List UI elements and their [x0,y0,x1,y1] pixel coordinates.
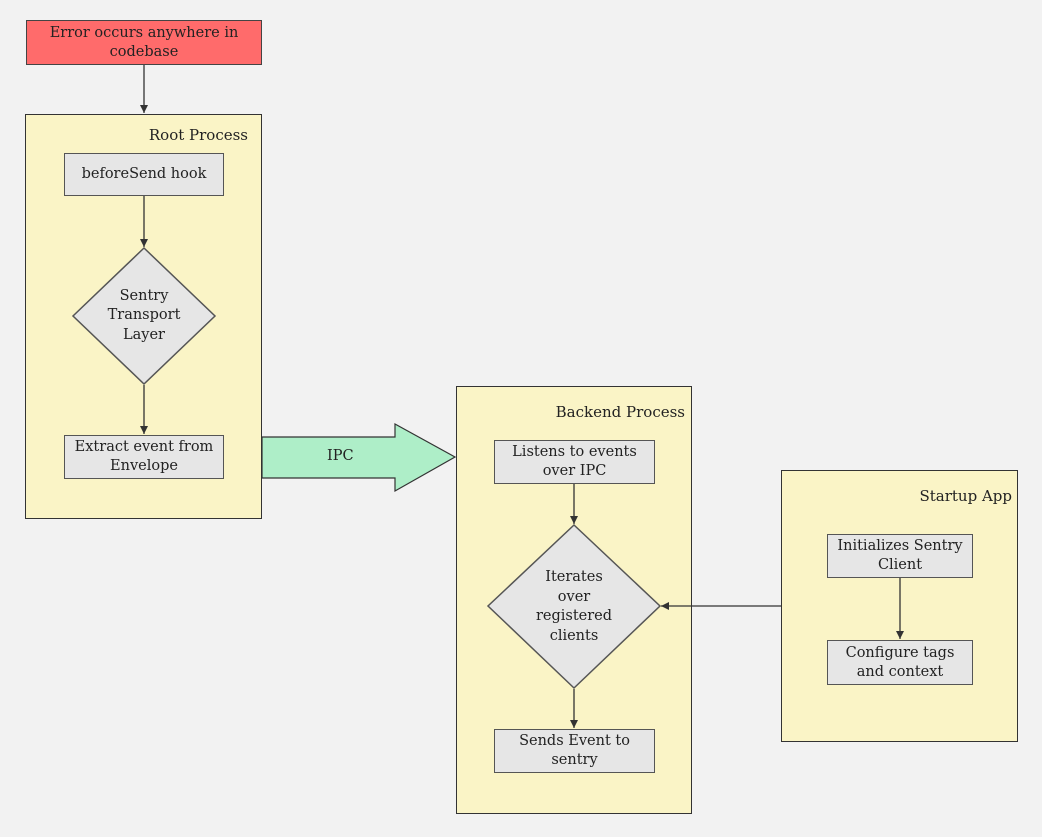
root-process-title: Root Process [148,126,248,144]
before-send-node: beforeSend hook [64,153,224,196]
configure-node: Configure tags and context [827,640,973,685]
sends-node: Sends Event to sentry [494,729,655,773]
backend-process-title: Backend Process [555,403,685,421]
transport-diamond [71,246,217,386]
ipc-arrow-shape [261,422,457,493]
ipc-label: IPC [327,448,354,464]
listens-node: Listens to events over IPC [494,440,655,484]
iterates-diamond [486,523,662,690]
startup-app-title: Startup App [919,487,1012,505]
extract-node: Extract event from Envelope [64,435,224,479]
initializes-node: Initializes Sentry Client [827,534,973,578]
transport-label: Sentry Transport Layer [107,287,181,343]
iterates-label: Iterates over registered clients [535,569,613,644]
error-node: Error occurs anywhere in codebase [26,20,262,65]
